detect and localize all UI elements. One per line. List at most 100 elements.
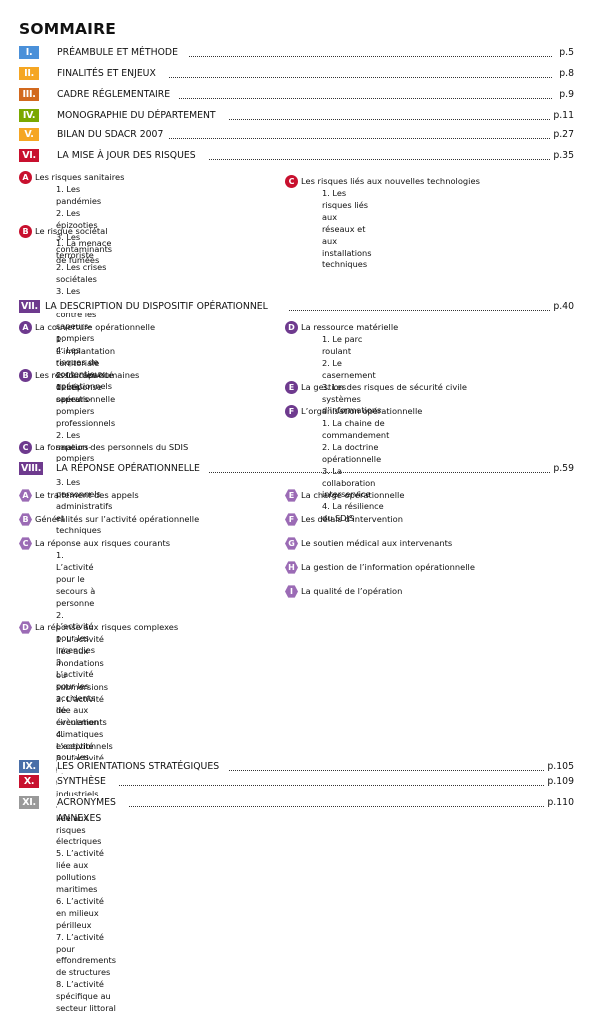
list-item: 2. La doctrine opérationnelle <box>322 441 382 464</box>
section-letter: F <box>285 513 298 526</box>
list-item: 2. L’activité pour les incendies <box>56 609 95 656</box>
chapter-page: p.40 <box>552 300 574 313</box>
list-item: 2. L’activité liée aux évènements climat… <box>56 693 107 740</box>
chapter-title: FINALITÉS ET ENJEUX <box>57 67 157 80</box>
dot-leader <box>169 77 552 78</box>
chapter-title: BILAN DU SDACR 2007 <box>57 128 165 141</box>
dot-leader <box>189 56 552 57</box>
section-letter: D <box>285 321 298 334</box>
chapter-number: V. <box>19 128 39 141</box>
toc-chapter-10[interactable]: X. SYNTHÈSE p.109 <box>19 775 574 790</box>
toc-chapter-7[interactable]: VII. LA DESCRIPTION DU DISPOSITIF OPÉRAT… <box>19 300 574 315</box>
chapter-number: II. <box>19 67 39 80</box>
list-item: 7. L’activité pour effondrements de stru… <box>56 931 116 978</box>
chapter-number: VIII. <box>19 462 44 475</box>
section-title: Le traitement des appels <box>35 490 139 500</box>
toc-chapter-2[interactable]: II. FINALITÉS ET ENJEUX p.8 <box>19 67 574 82</box>
section-title: Le risque sociétal <box>35 226 108 236</box>
section-letter: H <box>285 561 298 574</box>
chapter-page: p.109 <box>546 775 574 788</box>
dot-leader <box>229 770 544 771</box>
toc-chapter-9[interactable]: IX. LES ORIENTATIONS STRATÉGIQUES p.105 <box>19 760 574 775</box>
list-item: 3. La collaboration interservice <box>322 465 376 500</box>
section-letter: A <box>19 489 32 502</box>
section-title: La couverture opérationnelle <box>35 322 156 332</box>
section-title: Les risques sanitaires <box>35 172 125 182</box>
list-item: 4. Les risques de contentieux opérationn… <box>56 345 113 391</box>
chapter-number: VI. <box>19 149 39 162</box>
section-letter: C <box>19 441 32 454</box>
section-title: La gestion de l’information opérationnel… <box>301 562 475 572</box>
section-title: Les délais d’intervention <box>301 514 403 524</box>
list-item: 2. Le casernement <box>322 357 376 380</box>
toc-chapter-4[interactable]: IV. MONOGRAPHIE DU DÉPARTEMENT p.11 <box>19 109 574 124</box>
section-letter: I <box>285 585 298 598</box>
page-title: SOMMAIRE <box>19 20 117 38</box>
list-item: 3. Les contaminants de fumées <box>56 231 113 266</box>
list-item: 1. Les pandémies <box>56 184 102 206</box>
toc-chapter-3[interactable]: III. CADRE RÉGLEMENTAIRE p.9 <box>19 88 574 103</box>
list-item: 3. L’activité pour les accidents de <box>56 657 96 715</box>
list-item: 6. L’activité en milieux périlleux <box>56 895 104 930</box>
section-title: La charge opérationnelle <box>301 490 405 500</box>
section-letter: D <box>19 621 32 634</box>
list-item: exceptionnels <box>56 741 113 752</box>
list-item: 1. Le parc roulant <box>322 334 363 356</box>
chapter-page: p.5 <box>558 46 574 59</box>
list-item: 3. Les systèmes d’informations <box>322 381 382 416</box>
chapter-page: p.27 <box>552 128 574 141</box>
toc-annexes[interactable]: ANNEXES <box>57 813 102 824</box>
chapter-number: III. <box>19 88 39 101</box>
section-letter: G <box>285 537 298 550</box>
chapter-page: p.110 <box>546 796 574 809</box>
toc-chapter-5[interactable]: V. BILAN DU SDACR 2007 p.27 <box>19 128 574 143</box>
toc-chapter-1[interactable]: I. PRÉAMBULE ET MÉTHODE p.5 <box>19 46 574 61</box>
chapter-number: X. <box>19 775 39 788</box>
dot-leader <box>119 785 544 786</box>
section-title: La qualité de l’opération <box>301 586 403 596</box>
list-item: 1. L’activité pour le secours à personne <box>56 550 96 608</box>
section-title: L’organisation opérationnelle <box>301 406 423 416</box>
chapter-number: VII. <box>19 300 40 313</box>
toc-chapter-6[interactable]: VI. LA MISE À JOUR DES RISQUES p.35 <box>19 149 574 164</box>
section-title: Généralités sur l’activité opérationnell… <box>35 514 200 524</box>
chapter-title: ACRONYMES <box>57 796 117 809</box>
toc-chapter-11[interactable]: XI. ACRONYMES p.110 <box>19 796 574 811</box>
chapter-title: CADRE RÉGLEMENTAIRE <box>57 88 172 101</box>
list-item: 1. L’activité liée aux inondations ou <box>56 634 104 680</box>
section-title: La réponse aux risques complexes <box>35 622 179 632</box>
section-title: La réponse aux risques courants <box>35 538 171 548</box>
dot-leader <box>169 138 550 139</box>
section-letter: E <box>285 381 298 394</box>
list-item: 5. L’activité liée aux pollutions mariti… <box>56 848 104 895</box>
list-item: 4. La résilience du SDIS <box>322 501 384 524</box>
section-letter: C <box>19 537 32 550</box>
chapter-title: MONOGRAPHIE DU DÉPARTEMENT <box>57 109 217 122</box>
section-letter: B <box>19 513 32 526</box>
chapter-page: p.9 <box>558 88 574 101</box>
section-title: Le soutien médical aux intervenants <box>301 538 453 548</box>
list-item: sapeurs-pompiers <box>56 321 95 344</box>
dot-leader <box>289 310 550 311</box>
list-item: submersions <box>56 681 109 692</box>
section-title: Les ressources humaines <box>35 370 140 380</box>
toc-chapter-8[interactable]: VIII. LA RÉPONSE OPÉRATIONNELLE p.59 <box>19 462 574 477</box>
chapter-number: XI. <box>19 796 39 809</box>
list-item: 8. L’activité spécifique au secteur litt… <box>56 979 116 1014</box>
list-item: 2. Les épizooties <box>56 207 98 230</box>
dot-leader <box>209 472 550 473</box>
chapter-number: IV. <box>19 109 39 122</box>
section-title: La formation des personnels du SDIS <box>35 442 189 452</box>
list-item: 1. La chaine de commandement <box>322 418 390 440</box>
chapter-page: p.8 <box>558 67 574 80</box>
section-title: La gestion des risques de sécurité civil… <box>301 382 467 392</box>
chapter-page: p.59 <box>552 462 574 475</box>
section-letter: E <box>285 489 298 502</box>
list-item: 3. Les personnels administratifs et <box>56 477 113 523</box>
section-title: Les risques liés aux nouvelles technolog… <box>301 176 480 186</box>
chapter-number: IX. <box>19 760 39 773</box>
dot-leader <box>179 98 552 99</box>
list-item: 2. La capacité de réponse opérationnelle <box>56 369 116 404</box>
dot-leader <box>129 806 544 807</box>
chapter-title: LA RÉPONSE OPÉRATIONNELLE <box>56 462 201 475</box>
